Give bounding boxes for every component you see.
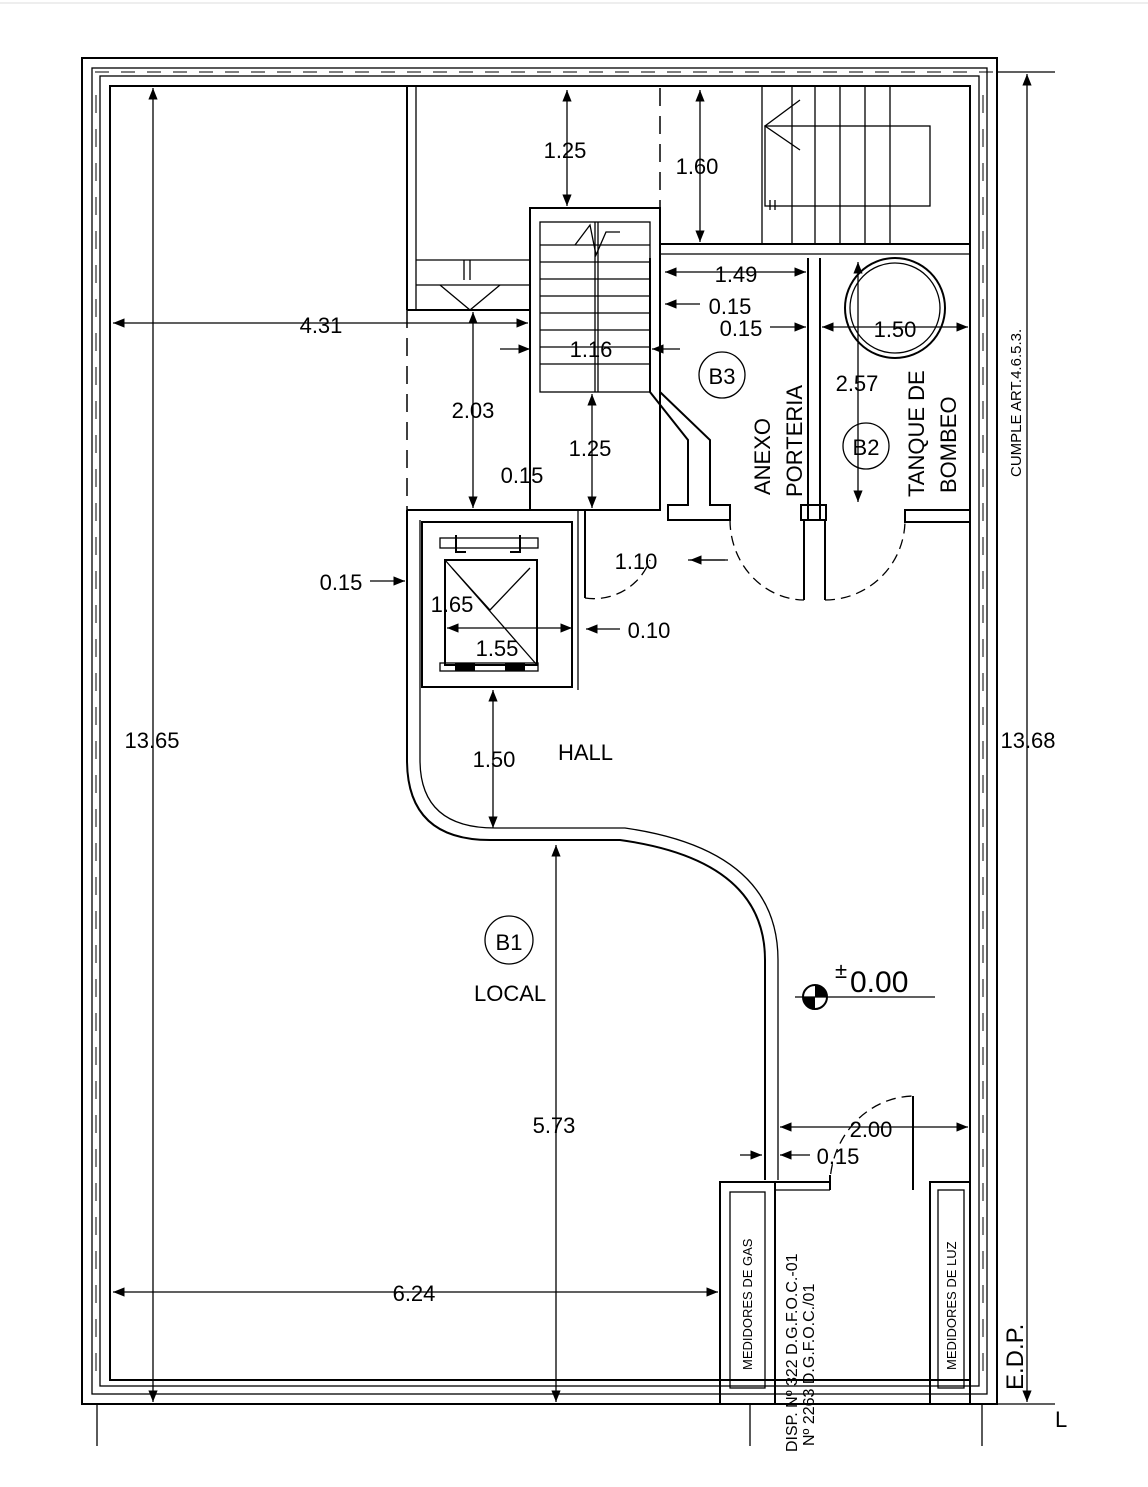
note-l-mark: L	[1055, 1407, 1067, 1432]
room-name-b3-line2: PORTERIA	[782, 385, 807, 497]
dim-1-60: 1.60	[676, 154, 719, 179]
wall-hatching	[95, 71, 993, 1371]
dim-13-65: 13.65	[124, 728, 179, 753]
dim-1-16: 1.16	[570, 337, 613, 362]
dim-2-57: 2.57	[836, 371, 879, 396]
dim-4-31: 4.31	[300, 313, 343, 338]
level-marker: ± 0.00	[795, 958, 935, 1010]
note-cumple: CUMPLE ART.4.6.5.3.	[1008, 329, 1025, 477]
room-name-hall: HALL	[558, 740, 613, 765]
note-edp: E.D.P.	[1002, 1324, 1029, 1390]
outer-walls	[81, 57, 998, 1405]
dim-2-00: 2.00	[850, 1117, 893, 1142]
room-name-b3-line1: ANEXO	[750, 418, 775, 495]
dim-1-50-hall: 1.50	[473, 747, 516, 772]
note-disp-line1: DISP. Nº 322 D.G.F.O.C.-01	[784, 1253, 801, 1452]
dimension-texts: 1.25 1.60 1.49 0.15 0.15 1.50 4.31 1.16 …	[124, 138, 1055, 1306]
room-name-b2-line2: BOMBEO	[936, 396, 961, 493]
dim-1-65: 1.65	[431, 592, 474, 617]
dim-0-10: 0.10	[628, 618, 671, 643]
room-b3: B3 ANEXO PORTERIA	[698, 351, 807, 497]
room-name-b1: LOCAL	[474, 981, 546, 1006]
notes: CUMPLE ART.4.6.5.3. E.D.P. L DISP. Nº 32…	[740, 329, 1067, 1452]
dim-0-15-c: 0.15	[501, 463, 544, 488]
dim-0-15-a: 0.15	[709, 294, 752, 319]
interior-walls	[406, 86, 971, 1405]
room-badge-b3-circle	[698, 351, 746, 399]
dimension-lines	[113, 74, 1032, 1402]
room-name-b2-line1: TANQUE DE	[904, 370, 929, 497]
room-badge-b2: B2	[853, 435, 880, 460]
room-b2: B2 TANQUE DE BOMBEO	[842, 370, 961, 497]
level-sign: ±	[835, 958, 847, 983]
note-medidores-gas: MEDIDORES DE GAS	[740, 1238, 755, 1370]
dim-0-15-b: 0.15	[720, 316, 763, 341]
dim-2-03: 2.03	[452, 398, 495, 423]
dim-1-50-tank: 1.50	[874, 317, 917, 342]
note-medidores-luz: MEDIDORES DE LUZ	[944, 1241, 959, 1370]
room-badge-b1: B1	[496, 930, 523, 955]
dim-1-25-top: 1.25	[544, 138, 587, 163]
reference-lines	[0, 2, 1148, 1446]
dim-1-55: 1.55	[476, 636, 519, 661]
dim-1-10: 1.10	[615, 549, 658, 574]
room-badge-b3: B3	[709, 364, 736, 389]
dim-5-73: 5.73	[533, 1113, 576, 1138]
dim-1-49: 1.49	[715, 262, 758, 287]
dim-0-15-e: 0.15	[817, 1144, 860, 1169]
dim-0-15-d: 0.15	[320, 570, 363, 595]
room-badge-b1-circle	[484, 915, 534, 965]
level-value: 0.00	[850, 966, 908, 999]
room-b1: B1 LOCAL	[474, 915, 546, 1006]
room-badge-b2-circle	[842, 422, 890, 470]
note-disp-line2: Nº 2263 D.G.F.O.C./01	[801, 1284, 818, 1446]
dim-13-68: 13.68	[1000, 728, 1055, 753]
dim-1-25-mid: 1.25	[569, 436, 612, 461]
dim-6-24: 6.24	[393, 1281, 436, 1306]
